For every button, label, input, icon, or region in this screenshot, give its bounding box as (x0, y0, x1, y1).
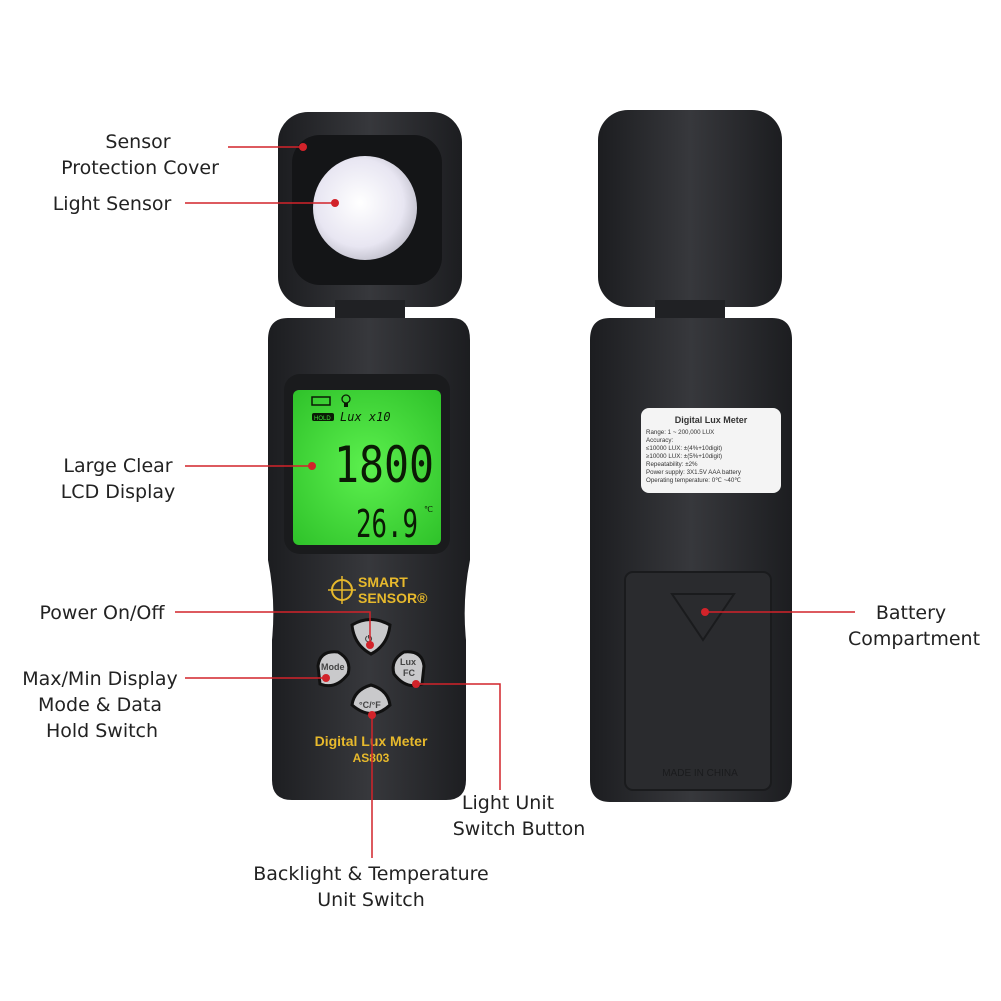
battery-indicator-icon (311, 396, 331, 406)
brand-logo: SMART SENSOR® (328, 574, 428, 606)
backlight-bulb-icon (341, 394, 351, 407)
temperature-unit: ℃ (424, 505, 433, 514)
callout-mode: Mode & Data (38, 694, 162, 716)
back-sensor-cover (598, 110, 782, 307)
svg-text:°C/°F: °C/°F (359, 700, 381, 710)
lcd-display (293, 390, 441, 545)
callout-mode: Max/Min Display (22, 668, 177, 690)
callout-power: Power On/Off (40, 602, 166, 624)
hold-indicator (312, 413, 334, 421)
spec-line: Accuracy: (646, 437, 673, 444)
svg-text:FC: FC (403, 668, 415, 678)
neck (335, 300, 405, 322)
light-sensor (313, 156, 417, 260)
callout-light-unit: Switch Button (453, 818, 586, 840)
spec-line: ≤10000 LUX: ±(4%+10digit) (646, 445, 722, 452)
hold-text: HOLD (314, 416, 331, 422)
spec-line: ≥10000 LUX: ±(5%+10digit) (646, 453, 722, 460)
spec-line: Power supply: 3X1.5V AAA battery (646, 469, 742, 476)
callout-backlight: Unit Switch (317, 889, 425, 911)
spec-label-title: Digital Lux Meter (675, 415, 748, 425)
back-device: Digital Lux Meter Range: 1 ~ 200,000 LUX… (590, 110, 792, 802)
model-number: AS803 (353, 751, 390, 765)
svg-text:Lux: Lux (400, 657, 416, 667)
callout-light-unit: Light Unit (462, 792, 554, 814)
callout-labels: Sensor Protection Cover Light Sensor Lar… (22, 131, 980, 911)
lux-unit: Lux x10 (340, 410, 391, 424)
callout-lcd: LCD Display (61, 481, 176, 503)
lux-fc-button[interactable]: Lux FC (391, 650, 426, 688)
callout-battery: Compartment (848, 628, 980, 650)
callout-lines (175, 143, 855, 858)
lux-reading: 1800 (334, 436, 434, 494)
callout-sensor-cover: Sensor (105, 131, 170, 153)
power-icon: ⏻ (365, 634, 373, 644)
made-in-text: MADE IN CHINA (662, 768, 738, 779)
spec-line: Operating temperature: 0℃ ~40℃ (646, 477, 741, 484)
spec-line: Repeatability: ±2% (646, 461, 698, 468)
back-neck (655, 300, 725, 322)
svg-text:SENSOR®: SENSOR® (358, 590, 428, 606)
callout-light-sensor: Light Sensor (53, 193, 172, 215)
callout-backlight: Backlight & Temperature (253, 863, 489, 885)
latch-arrow-icon (670, 593, 736, 642)
spec-label (641, 408, 781, 493)
front-device: HOLD Lux x10 1800 26.9 ℃ SMART SENSOR® ⏻… (268, 112, 470, 800)
callout-battery: Battery (876, 602, 946, 624)
temperature-reading: 26.9 (356, 502, 418, 546)
spec-line: Range: 1 ~ 200,000 LUX (646, 429, 714, 436)
callout-mode: Hold Switch (46, 720, 158, 742)
svg-text:SMART: SMART (358, 574, 408, 590)
svg-text:Mode: Mode (321, 662, 345, 672)
battery-compartment[interactable] (624, 571, 772, 791)
callout-lcd: Large Clear (63, 455, 172, 477)
callout-sensor-cover: Protection Cover (61, 157, 219, 179)
